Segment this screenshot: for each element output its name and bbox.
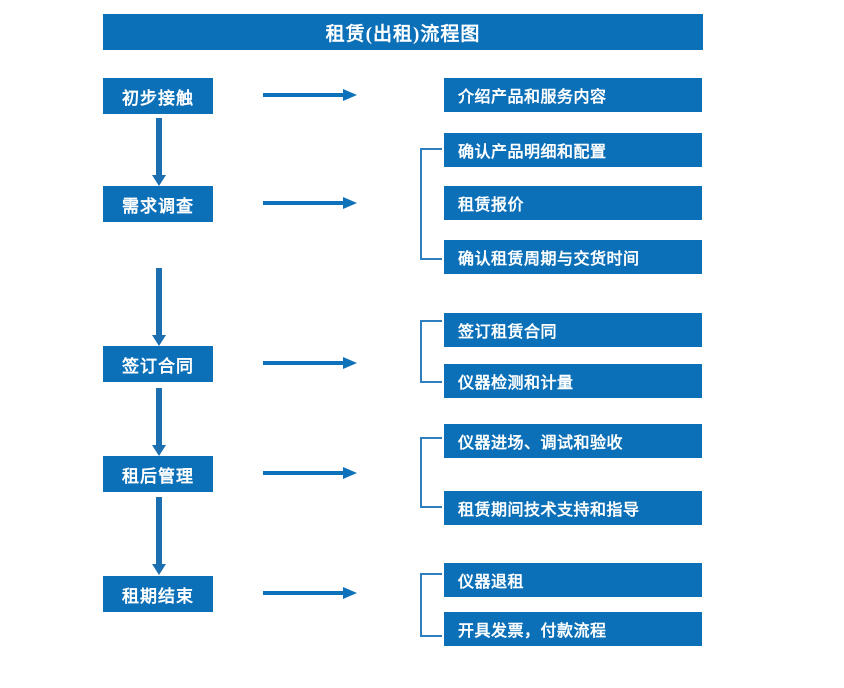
detail-box-2-3[interactable]: 确认租赁周期与交货时间 [444,240,702,274]
arrow-shaft [263,471,345,475]
arrow-shaft [156,268,162,335]
detail-box-5-1[interactable]: 仪器退租 [444,563,702,597]
arrow-shaft [156,118,162,175]
arrow-head [343,197,357,209]
arrow-down-icon-2 [152,268,166,346]
arrow-right-icon-3 [263,357,359,369]
bracket-left-icon-2 [420,148,442,260]
arrow-right-icon-2 [263,197,359,209]
stage-box-5[interactable]: 租期结束 [103,576,213,612]
arrow-head [152,335,166,346]
arrow-shaft [263,93,345,97]
detail-box-3-2[interactable]: 仪器检测和计量 [444,364,702,398]
stage-box-3[interactable]: 签订合同 [103,346,213,382]
detail-box-5-2[interactable]: 开具发票，付款流程 [444,612,702,646]
arrow-head [343,467,357,479]
page-title: 租赁(出租)流程图 [103,14,703,50]
detail-box-3-1[interactable]: 签订租赁合同 [444,313,702,347]
arrow-shaft [263,361,345,365]
arrow-head [152,445,166,456]
arrow-shaft [263,201,345,205]
arrow-head [152,564,166,575]
arrow-head [343,89,357,101]
arrow-down-icon-4 [152,497,166,575]
arrow-head [343,357,357,369]
arrow-head [343,587,357,599]
arrow-shaft [156,388,162,445]
detail-box-2-2[interactable]: 租赁报价 [444,186,702,220]
bracket-left-icon-5 [420,573,442,637]
arrow-right-icon-4 [263,467,359,479]
detail-box-4-1[interactable]: 仪器进场、调试和验收 [444,424,702,458]
stage-box-2[interactable]: 需求调查 [103,186,213,222]
detail-box-1-1[interactable]: 介绍产品和服务内容 [444,78,702,112]
arrow-shaft [263,591,345,595]
bracket-left-icon-4 [420,437,442,508]
bracket-left-icon-3 [420,320,442,383]
detail-box-4-2[interactable]: 租赁期间技术支持和指导 [444,491,702,525]
arrow-head [152,175,166,186]
stage-box-1[interactable]: 初步接触 [103,78,213,114]
arrow-shaft [156,497,162,564]
stage-box-4[interactable]: 租后管理 [103,456,213,492]
detail-box-2-1[interactable]: 确认产品明细和配置 [444,133,702,167]
arrow-down-icon-1 [152,118,166,186]
arrow-right-icon-1 [263,89,359,101]
arrow-down-icon-3 [152,388,166,456]
arrow-right-icon-5 [263,587,359,599]
